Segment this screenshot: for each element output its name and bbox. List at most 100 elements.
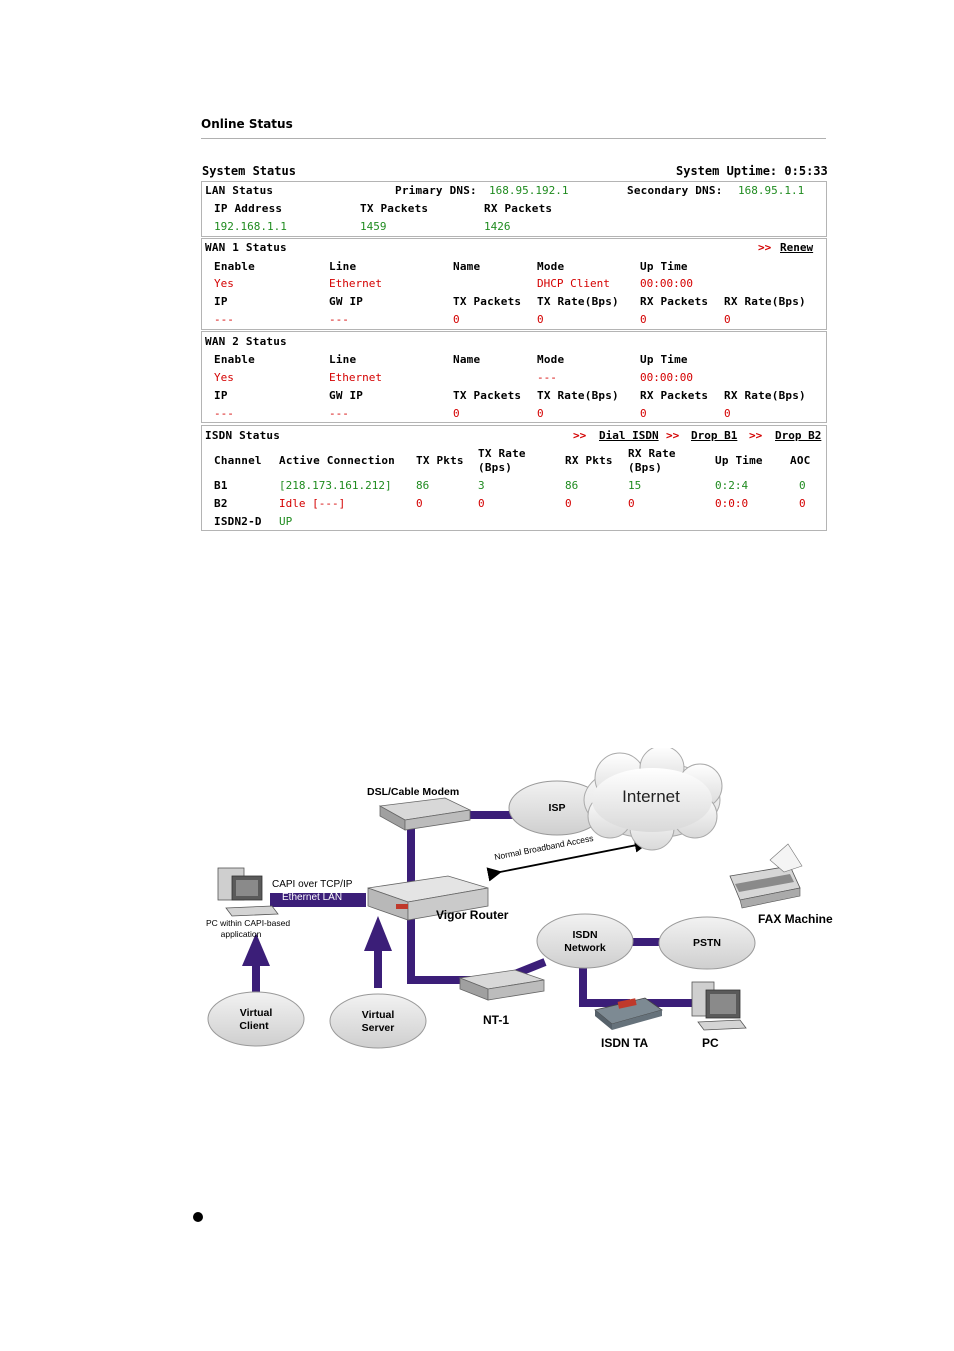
- wan2-header-rxpackets: RX Packets: [640, 389, 709, 402]
- isdn-b1-active: [218.173.161.212]: [279, 479, 392, 492]
- isdn-header-active: Active Connection: [279, 454, 395, 467]
- isdn-header-txrate: TX Rate: [478, 447, 526, 460]
- virtual-server-node: [329, 993, 427, 1049]
- title-divider: [201, 138, 826, 139]
- vigor-router-label: Vigor Router: [436, 908, 509, 922]
- isdn-status-panel: ISDN Status >> Dial ISDN >> Drop B1 >> D…: [201, 425, 827, 531]
- virtual-client-node: [207, 991, 305, 1047]
- wan2-header-mode: Mode: [537, 353, 565, 366]
- wan2-line-value: Ethernet: [329, 371, 382, 384]
- wan1-txrate-value: 0: [537, 313, 544, 326]
- wan1-line-value: Ethernet: [329, 277, 382, 290]
- wan2-mode-value: ---: [537, 371, 557, 384]
- renew-link[interactable]: Renew: [780, 241, 814, 254]
- wan1-header-line: Line: [329, 260, 357, 273]
- isdn-b1-rxpkts: 86: [565, 479, 579, 492]
- isdn-ta-icon: [594, 997, 663, 1030]
- isdn-header-rxpkts: RX Pkts: [565, 454, 613, 467]
- pc-left-icon: [217, 867, 279, 917]
- isdn-b2-uptime: 0:0:0: [715, 497, 749, 510]
- wan2-ip-value: ---: [214, 407, 234, 420]
- capi-over-tcpip-label: CAPI over TCP/IP: [272, 879, 353, 890]
- upward-arrows: [242, 916, 392, 995]
- wan1-header-txpackets: TX Packets: [453, 295, 522, 308]
- isdn-network-label-1: ISDN: [572, 929, 597, 941]
- wan2-txrate-value: 0: [537, 407, 544, 420]
- isdn-header-txrate-unit: (Bps): [478, 461, 513, 474]
- wan2-header-enable: Enable: [214, 353, 255, 366]
- wan1-header-uptime: Up Time: [640, 260, 688, 273]
- wan1-ip-value: ---: [214, 313, 234, 326]
- wan1-status-title: WAN 1 Status: [205, 241, 287, 254]
- lan-header-rx: RX Packets: [484, 202, 553, 215]
- isdn-b2-aoc: 0: [799, 497, 806, 510]
- drop-b1-link[interactable]: Drop B1: [691, 429, 738, 442]
- wan2-header-txpackets: TX Packets: [453, 389, 522, 402]
- isdn-ta-label: ISDN TA: [601, 1036, 648, 1050]
- wan2-header-gwip: GW IP: [329, 389, 364, 402]
- wan1-header-gwip: GW IP: [329, 295, 364, 308]
- isdn-d-channel-value: UP: [279, 515, 293, 528]
- lan-status-panel: LAN Status Primary DNS: 168.95.192.1 Sec…: [201, 181, 827, 237]
- ethernet-lan-label: Ethernet LAN: [282, 892, 342, 903]
- wan2-enable-value: Yes: [214, 371, 234, 384]
- lan-header-tx: TX Packets: [360, 202, 429, 215]
- isdn-b1-txpkts: 86: [416, 479, 430, 492]
- wan2-header-name: Name: [453, 353, 481, 366]
- pc-label: PC: [702, 1036, 719, 1050]
- wan2-rxpackets-value: 0: [640, 407, 647, 420]
- wan1-enable-value: Yes: [214, 277, 234, 290]
- isdn-b2-channel: B2: [214, 497, 228, 510]
- fax-machine-icon: [729, 843, 803, 909]
- isdn-b2-active: Idle [---]: [279, 497, 346, 510]
- nt1-icon: [458, 969, 545, 1001]
- wan1-uptime-value: 00:00:00: [640, 277, 693, 290]
- isdn-header-uptime: Up Time: [715, 454, 763, 467]
- renew-arrows: >>: [758, 241, 772, 254]
- dsl-modem-icon: [378, 797, 472, 831]
- isdn-b2-rxpkts: 0: [565, 497, 572, 510]
- system-status-title: System Status: [202, 164, 296, 178]
- internet-cloud-icon: [583, 748, 723, 851]
- wan1-rxpackets-value: 0: [640, 313, 647, 326]
- isdn-status-title: ISDN Status: [205, 429, 281, 442]
- virtual-server-label-2: Server: [362, 1022, 395, 1034]
- wan1-header-mode: Mode: [537, 260, 565, 273]
- isdn-header-aoc: AOC: [790, 454, 811, 467]
- pc-capi-label-2: application: [221, 929, 262, 939]
- wan1-status-panel: WAN 1 Status >> Renew Enable Line Name M…: [201, 238, 827, 330]
- drop-b1-arrows: >>: [666, 429, 680, 442]
- isdn-header-rxrate: RX Rate: [628, 447, 676, 460]
- isp-label: ISP: [549, 802, 566, 814]
- bullet-point: [193, 1212, 203, 1222]
- pc-right-icon: [691, 981, 747, 1031]
- isdn-header-txpkts: TX Pkts: [416, 454, 464, 467]
- pstn-node: [658, 916, 756, 970]
- wan2-header-ip: IP: [214, 389, 228, 402]
- lan-ip-value: 192.168.1.1: [214, 220, 287, 233]
- virtual-client-label-2: Client: [239, 1020, 269, 1032]
- dial-isdn-arrows: >>: [573, 429, 587, 442]
- secondary-dns-label: Secondary DNS:: [627, 184, 723, 197]
- wan1-txpackets-value: 0: [453, 313, 460, 326]
- isdn-b1-channel: B1: [214, 479, 228, 492]
- drop-b2-link[interactable]: Drop B2: [775, 429, 822, 442]
- page-title: Online Status: [201, 117, 293, 131]
- isdn-network-label-2: Network: [564, 942, 606, 954]
- dial-isdn-link[interactable]: Dial ISDN: [599, 429, 659, 442]
- internet-label: Internet: [622, 787, 680, 806]
- wan2-header-uptime: Up Time: [640, 353, 688, 366]
- isdn-b2-txrate: 0: [478, 497, 485, 510]
- virtual-client-label-1: Virtual: [240, 1007, 273, 1019]
- wan2-status-panel: WAN 2 Status Enable Line Name Mode Up Ti…: [201, 331, 827, 423]
- pstn-label: PSTN: [693, 937, 721, 949]
- primary-dns-label: Primary DNS:: [395, 184, 477, 197]
- drop-b2-arrows: >>: [749, 429, 763, 442]
- wan2-status-title: WAN 2 Status: [205, 335, 287, 348]
- wan1-rxrate-value: 0: [724, 313, 731, 326]
- isdn-b1-uptime: 0:2:4: [715, 479, 749, 492]
- isdn-b2-rxrate: 0: [628, 497, 635, 510]
- wan2-rxrate-value: 0: [724, 407, 731, 420]
- wan2-txpackets-value: 0: [453, 407, 460, 420]
- wan1-header-rxpackets: RX Packets: [640, 295, 709, 308]
